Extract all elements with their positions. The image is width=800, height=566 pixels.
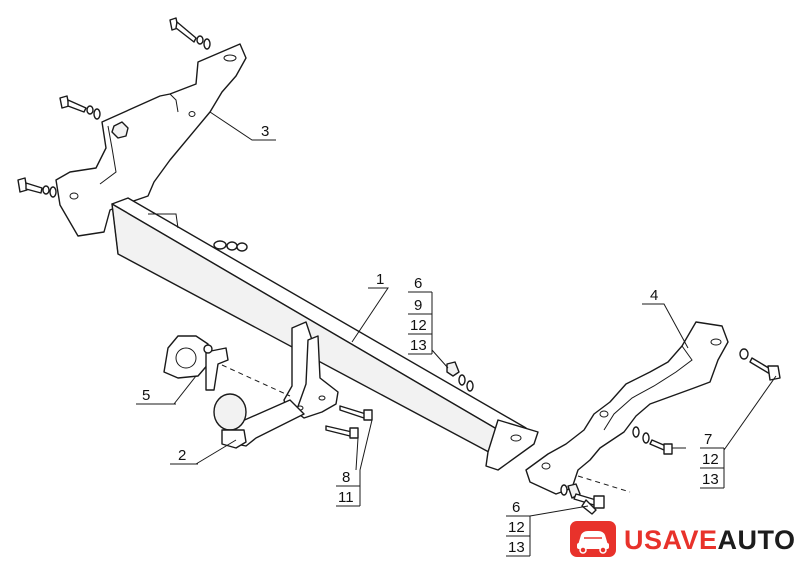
logo-wordmark: USAVEAUTO: [624, 525, 796, 555]
socket-plate: [163, 335, 229, 391]
callout-label: 12: [410, 317, 427, 334]
callout-label: 8: [342, 469, 350, 486]
right-mounting-bracket: [525, 321, 729, 495]
logo-part-2: AUTO: [718, 525, 796, 555]
callout-5: 5: [136, 387, 176, 405]
callout-label: 12: [702, 451, 719, 468]
main-crossbar: [111, 197, 539, 471]
callout-label: 3: [261, 123, 269, 140]
leader-lines: [173, 111, 777, 517]
bolts-under-crossbar: [325, 405, 373, 439]
mid-fasteners: [446, 361, 474, 392]
callout-stack-bolt-left: 8 11: [336, 469, 361, 507]
callout-label: 1: [376, 271, 384, 288]
bracket-bolts-left: [17, 17, 211, 198]
callout-label: 4: [650, 287, 658, 304]
callout-stack-bottom: 6 12 13: [506, 499, 531, 557]
callout-label: 11: [338, 489, 354, 506]
callout-label: 12: [508, 519, 525, 536]
callout-2: 2: [170, 447, 198, 465]
callout-1: 1: [376, 271, 384, 288]
callout-label: 13: [702, 471, 719, 488]
callout-stack-mid: 6 9 12 13: [408, 275, 433, 355]
left-mounting-bracket: [55, 43, 247, 237]
logo-part-1: USAVE: [624, 525, 718, 555]
bracket-bolts-right: [560, 348, 781, 515]
callout-stack-bolt-right: 7 12 13: [700, 431, 725, 489]
brand-logo: USAVEAUTO: [570, 521, 796, 557]
tow-ball-assembly: [213, 321, 339, 449]
callout-label: 2: [178, 447, 186, 464]
car-icon: [570, 521, 616, 557]
callout-3: 3: [261, 123, 269, 140]
callout-label: 13: [410, 337, 427, 354]
callout-label: 5: [142, 387, 150, 404]
callout-label: 6: [414, 275, 422, 292]
callout-label: 7: [704, 431, 712, 448]
callout-label: 6: [512, 499, 520, 516]
callout-4: 4: [650, 287, 658, 304]
callout-label: 9: [414, 297, 422, 314]
callout-label: 13: [508, 539, 525, 556]
